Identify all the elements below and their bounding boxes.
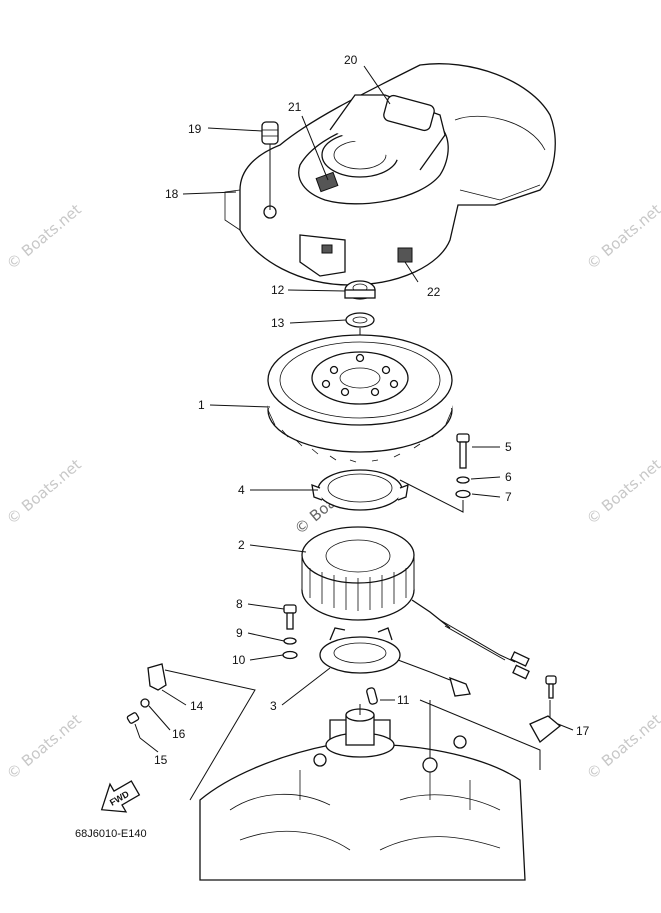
- callout-10: 10: [232, 653, 246, 667]
- callout-16: 16: [172, 727, 186, 741]
- flywheel-magneto: [267, 334, 453, 463]
- stator-screw-set: [399, 433, 471, 513]
- right-clamp-set: [419, 675, 562, 770]
- stator-coil: [301, 526, 451, 629]
- callout-2: 2: [238, 538, 245, 552]
- callout-22: 22: [427, 285, 441, 299]
- callout-4: 4: [238, 483, 245, 497]
- base-plate: [311, 469, 409, 511]
- left-clamp-set: [126, 663, 256, 801]
- callout-3: 3: [270, 699, 277, 713]
- callout-1: 1: [198, 398, 205, 412]
- fwd-arrow-icon: FWD: [100, 780, 141, 813]
- callout-7: 7: [505, 490, 512, 504]
- callout-12: 12: [271, 283, 285, 297]
- callout-15: 15: [154, 753, 168, 767]
- watermark-right-low: © Boats.net: [583, 710, 661, 783]
- grommet: [261, 121, 279, 210]
- watermark-left-mid: © Boats.net: [3, 455, 85, 528]
- diagram-code: 68J6010-E140: [75, 828, 147, 840]
- callout-18: 18: [165, 187, 179, 201]
- callout-11: 11: [397, 693, 410, 707]
- stator-lead-wire: [439, 619, 530, 680]
- callout-21: 21: [288, 100, 302, 114]
- callout-13: 13: [271, 316, 285, 330]
- pulser-coil: [319, 627, 471, 697]
- flywheel-nut: [344, 280, 376, 300]
- callout-8: 8: [236, 597, 243, 611]
- flywheel-cover: [224, 63, 556, 286]
- watermark-left-top: © Boats.net: [3, 200, 85, 273]
- watermark-right-top: © Boats.net: [583, 200, 661, 273]
- pulser-screw-set: [282, 604, 298, 660]
- callout-9: 9: [236, 626, 243, 640]
- watermark-right-mid: © Boats.net: [583, 455, 661, 528]
- leader-lines: [139, 65, 574, 753]
- callout-19: 19: [188, 122, 202, 136]
- watermark-left-low: © Boats.net: [3, 710, 85, 783]
- powerhead-block: [199, 700, 526, 881]
- callout-labels: 20 21 19 18 22 12 13 1 5 6 7 4 2 8 9 10 …: [154, 53, 590, 767]
- callout-14: 14: [190, 699, 204, 713]
- callout-20: 20: [344, 53, 358, 67]
- callout-6: 6: [505, 470, 512, 484]
- callout-17: 17: [576, 724, 590, 738]
- dowel-pin: [366, 687, 378, 705]
- callout-5: 5: [505, 440, 512, 454]
